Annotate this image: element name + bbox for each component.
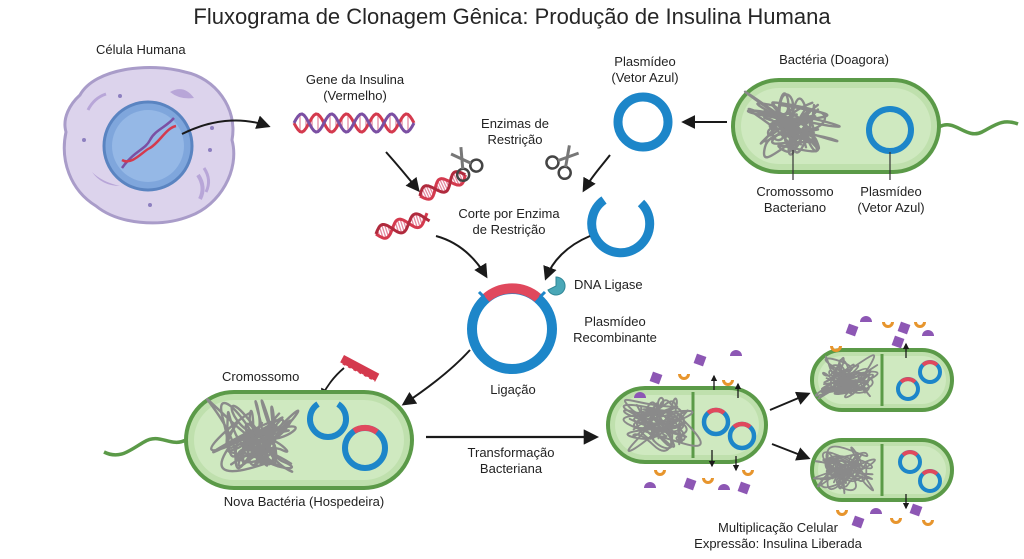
label-recombinant-plasmid-line2: Recombinante (573, 330, 657, 345)
nuclear-dna-icon (120, 117, 177, 169)
opened-host-plasmid (307, 401, 349, 440)
label-human-cell: Célula Humana (96, 42, 186, 57)
daughter-bacterium-lower (810, 438, 954, 502)
label-restriction-enzymes-line2: Restrição (487, 132, 543, 147)
diagram-title: Fluxograma de Clonagem Gênica: Produção … (193, 4, 831, 29)
arrow-division-upper (769, 391, 811, 411)
bacterial-chromosome (813, 445, 876, 495)
recombinant-plasmid (918, 469, 942, 493)
scissors-icon (545, 145, 580, 181)
label-multiplication-line2: Expressão: Insulina Liberada (694, 536, 862, 551)
label-plasmid-top: Plasmídeo (Vetor Azul) (590, 54, 700, 86)
recombinant-plasmid (896, 377, 920, 401)
recombinant-plasmid (727, 421, 757, 451)
bacterial-plasmid (866, 106, 914, 154)
label-chromosome: Cromossomo (222, 369, 300, 384)
insert-fragment (339, 355, 380, 383)
label-dna-ligase: DNA Ligase (574, 277, 643, 292)
label-bacterial-chromosome: Cromossomo Bacteriano (740, 184, 850, 216)
arrow-gene-to-recombinant (435, 235, 488, 279)
label-bacterial-plasmid-line1: Plasmídeo (860, 184, 922, 199)
label-multiplication: Multiplicação Celular Expressão: Insulin… (668, 520, 888, 552)
label-insulin-gene-line2: (Vermelho) (323, 88, 387, 103)
arrow-plasmid-to-recombinant (543, 235, 591, 281)
bacterial-chromosome (814, 354, 879, 400)
flagellum (938, 120, 1019, 136)
insulin-molecules (634, 316, 934, 529)
label-ligation: Ligação (490, 382, 536, 397)
dividing-bacterium (606, 386, 768, 464)
bacterial-chromosome (744, 90, 841, 159)
label-restriction-cut-line2: de Restrição (472, 222, 546, 237)
label-insulin-gene: Gene da Insulina (Vermelho) (290, 72, 420, 104)
new-host-bacterium (103, 390, 414, 490)
insulin-gene-helix (292, 112, 416, 134)
dna-ligase-icon (547, 276, 566, 296)
arrow-gene-to-cut (385, 151, 420, 193)
scissors-icon (450, 146, 484, 183)
label-transformation-line1: Transformação (467, 445, 555, 460)
cut-gene-fragment-lower (374, 212, 431, 240)
bacterial-chromosome (205, 397, 300, 473)
label-recombinant-plasmid: Plasmídeo Recombinante (560, 314, 670, 346)
human-cell (62, 66, 236, 225)
recombinant-plasmid (701, 407, 731, 437)
arrow-division-lower (771, 443, 811, 461)
label-recombinant-plasmid-line1: Plasmídeo (584, 314, 646, 329)
label-plasmid-top-line1: Plasmídeo (614, 54, 676, 69)
label-transformation-line2: Bacteriana (479, 461, 543, 476)
label-restriction-enzymes-line1: Enzimas de (481, 116, 549, 131)
label-bacterial-plasmid-line2: (Vetor Azul) (857, 200, 925, 215)
label-bacterial-plasmid: Plasmídeo (Vetor Azul) (838, 184, 944, 216)
label-insulin-gene-line1: Gene da Insulina (305, 72, 405, 87)
label-donor-bacterium: Bactéria (Doagora) (779, 52, 889, 67)
label-multiplication-line1: Multiplicação Celular (718, 520, 838, 535)
arrow-ligation-to-host (401, 349, 471, 406)
flagellum (103, 436, 187, 457)
label-restriction-cut-line1: Corte por Enzima (458, 206, 560, 221)
bacterial-chromosome (622, 396, 702, 452)
daughter-bacterium-upper (810, 348, 954, 412)
label-plasmid-top-line2: (Vetor Azul) (611, 70, 679, 85)
label-restriction-cut: Corte por Enzima de Restrição (446, 206, 572, 238)
label-restriction-enzymes: Enzimas de Restrição (460, 116, 570, 148)
recombinant-plasmid (918, 360, 942, 384)
recombinant-plasmid (467, 283, 557, 374)
label-transformation: Transformação Bacteriana (456, 445, 566, 477)
label-bacterial-chromosome-line2: Bacteriano (763, 200, 827, 215)
label-new-bacterium: Nova Bactéria (Hospedeira) (223, 494, 385, 509)
donor-bacterium (731, 78, 1019, 180)
arrow-plasmid-to-open (582, 154, 611, 193)
cut-gene-fragment-upper (418, 170, 467, 201)
recombinant-plasmid (898, 450, 922, 474)
opened-plasmid (587, 196, 655, 258)
label-bacterial-chromosome-line1: Cromossomo (756, 184, 834, 199)
recombinant-plasmid-in-host (342, 424, 388, 471)
arrow-cell-to-gene (181, 115, 271, 135)
plasmid-vector-top (613, 92, 673, 152)
